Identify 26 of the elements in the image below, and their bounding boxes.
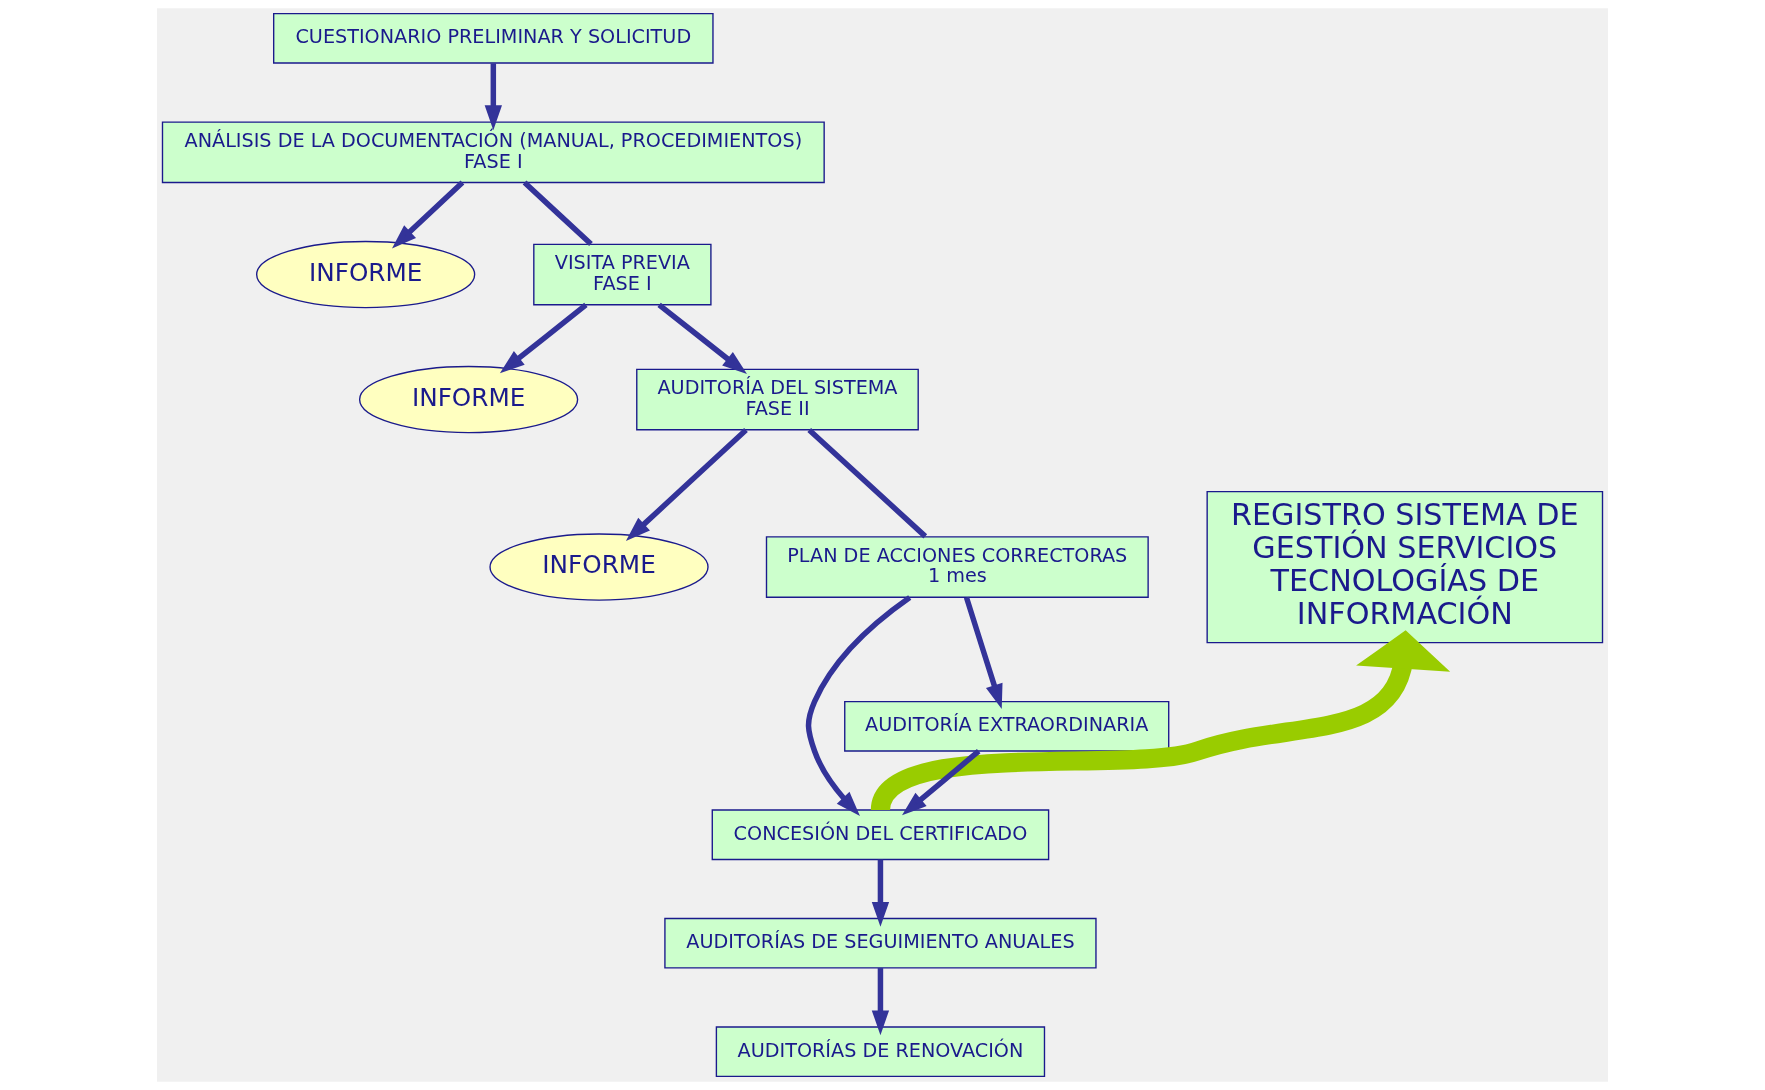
node-box: AUDITORÍAS DE RENOVACIÓN <box>715 1026 1046 1078</box>
arrow <box>805 595 912 816</box>
arrow <box>902 749 981 816</box>
node-box: AUDITORÍA EXTRAORDINARIA <box>844 700 1170 752</box>
node-box: PLAN DE ACCIONES CORRECTORAS 1 mes <box>765 536 1149 598</box>
arrow <box>657 302 747 375</box>
node-box: REGISTRO SISTEMA DE GESTIÓN SERVICIOS TECNOLOGÍAS DE INFORMACIÓN <box>1206 490 1604 644</box>
node-ellipse: INFORME <box>489 533 709 601</box>
node-box: CUESTIONARIO PRELIMINAR Y SOLICITUD <box>273 12 714 64</box>
node-box: ANÁLISIS DE LA DOCUMENTACIÓN (MANUAL, PROCEDIMIENTOS) FASE I <box>161 121 825 184</box>
node-box: VISITA PREVIA FASE I <box>533 243 712 306</box>
node-box: AUDITORÍAS DE SEGUIMIENTO ANUALES <box>664 917 1097 969</box>
node-ellipse: INFORME <box>256 240 476 309</box>
connector <box>807 427 928 539</box>
arrow <box>963 596 1003 710</box>
node-box: AUDITORÍA DEL SISTEMA FASE II <box>636 368 919 431</box>
arrow <box>499 302 588 374</box>
connector <box>522 180 593 247</box>
arrow <box>484 63 502 131</box>
arrow <box>625 428 748 541</box>
arrow <box>871 630 1451 813</box>
arrow <box>392 180 465 249</box>
node-box: CONCESIÓN DEL CERTIFICADO <box>711 809 1050 861</box>
arrow <box>871 859 890 927</box>
arrow <box>871 968 890 1036</box>
node-ellipse: INFORME <box>358 365 579 434</box>
